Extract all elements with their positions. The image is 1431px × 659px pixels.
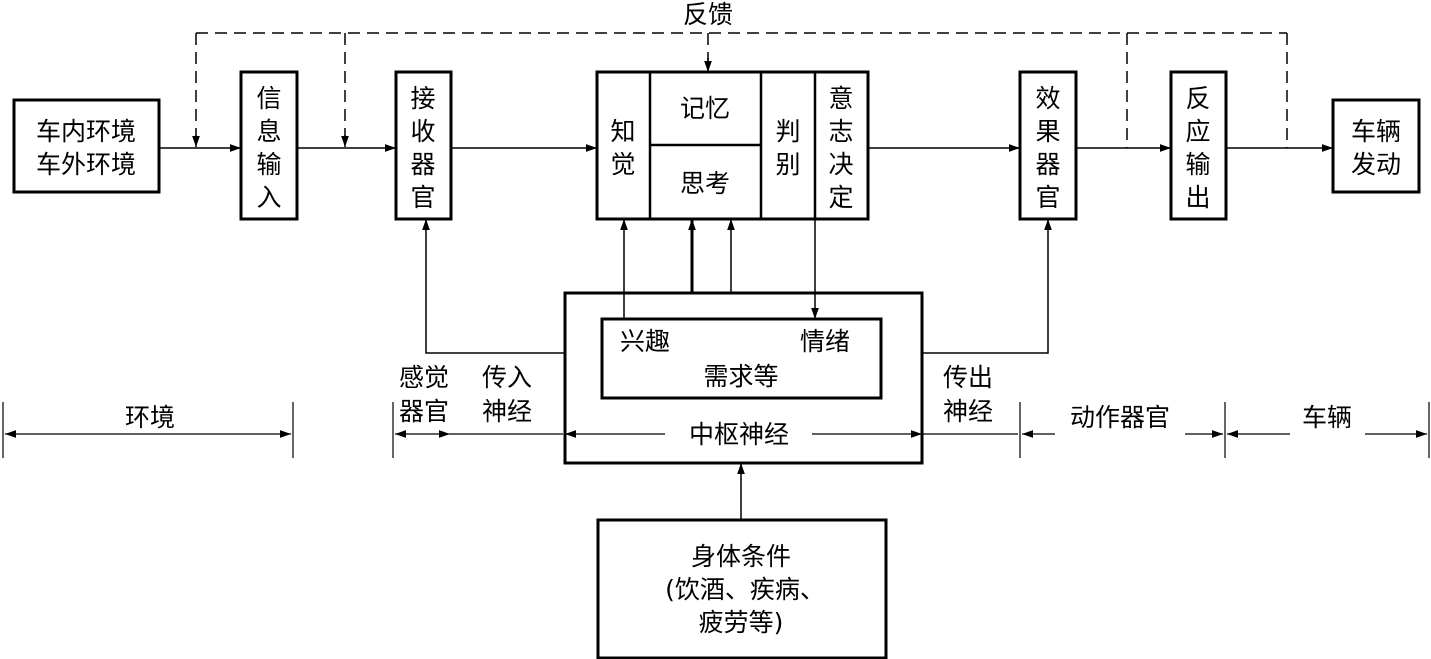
info-input-label: 信息输入 [256,84,281,212]
scale-afferent-1: 传入 [482,363,532,392]
info-input-box [239,70,299,221]
needs-label: 需求等 [703,362,778,391]
perception-label-text: 知觉 [610,117,635,179]
body-condition-line2: (饮酒、疾病、 [665,575,825,604]
info-input-label-text: 信息输入 [256,84,281,212]
body-condition-line1: 身体条件 [691,542,791,571]
decision-label: 意志决定 [828,84,853,212]
scale-vehicle: 车辆 [1302,403,1352,432]
receptor-label: 接收器官 [410,84,435,212]
arrow-cns-to-receptor [422,219,565,354]
decision-label-text: 意志决定 [828,84,853,212]
memory-label: 记忆 [680,94,730,123]
feedback-label: 反馈 [683,0,733,29]
judgement-label-text: 判别 [775,117,800,179]
cns-label: 中枢神经 [689,420,789,449]
interest-emotion-box [600,317,883,400]
environment-line2: 车外环境 [36,150,136,179]
scale-motor-organ: 动作器官 [1070,403,1170,432]
arrow-cns-to-effector [922,219,1052,354]
scale-efferent-2: 神经 [943,397,993,426]
vehicle-start-line1: 车辆 [1351,117,1401,146]
body-condition-line3: 疲劳等) [699,608,784,637]
interest-label: 兴趣 [620,327,670,356]
vehicle-start-box [1331,98,1421,194]
effector-label-text: 效果器官 [1035,84,1060,212]
feedback-lines [195,32,1288,148]
receptor-label-text: 接收器官 [410,84,435,212]
vehicle-start-line2: 发动 [1351,150,1401,179]
perception-label: 知觉 [610,117,635,179]
brain-dividers [648,72,817,219]
scale-lines [2,402,1430,458]
judgement-label: 判别 [775,117,800,179]
scale-efferent-1: 传出 [943,363,993,392]
environment-box [12,98,161,194]
response-output-label: 反应输出 [1185,84,1210,212]
response-output-label-text: 反应输出 [1185,84,1210,212]
scale-afferent-2: 神经 [482,397,532,426]
environment-line1: 车内环境 [36,117,136,146]
effector-label: 效果器官 [1035,84,1060,212]
scale-sense-organ-1: 感觉 [399,363,449,392]
thinking-label: 思考 [680,169,730,198]
response-output-box [1169,70,1228,221]
body-condition-box [596,518,888,659]
emotion-label: 情绪 [800,327,850,356]
scale-environment: 环境 [125,403,175,432]
scale-sense-organ-2: 器官 [399,397,449,426]
